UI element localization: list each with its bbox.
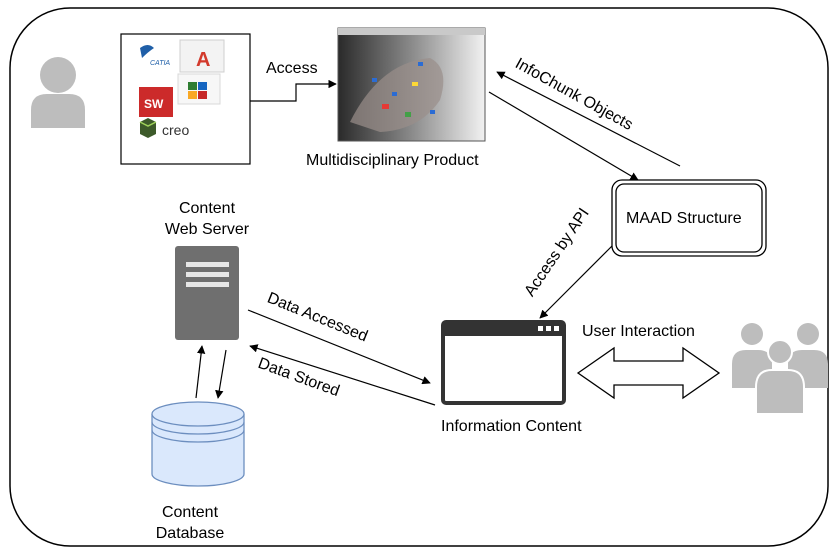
autocad-logo: A xyxy=(179,39,225,73)
windows-app-logo xyxy=(177,73,221,105)
access-connector xyxy=(250,79,337,102)
maad-structure-box xyxy=(611,179,767,257)
cad-screenshot-icon xyxy=(337,27,486,142)
users-group-icon xyxy=(732,323,828,415)
user-interaction-label: User Interaction xyxy=(582,323,695,340)
svg-text:SW: SW xyxy=(144,97,164,111)
svg-text:CATIA: CATIA xyxy=(150,60,170,67)
database-label-line2: Database xyxy=(155,525,225,542)
product-arrow-to-maad xyxy=(488,91,639,181)
multidisciplinary-product-label: Multidisciplinary Product xyxy=(306,152,479,169)
solidworks-logo: SW xyxy=(139,87,173,117)
api-access-arrow xyxy=(539,245,613,319)
data-accessed-arrow xyxy=(247,309,431,385)
access-label: Access xyxy=(266,60,318,77)
svg-text:creo: creo xyxy=(162,122,189,138)
catia-logo: CATIA xyxy=(140,45,170,67)
information-content-label: Information Content xyxy=(441,418,582,435)
database-label-line1: Content xyxy=(161,504,219,521)
server-to-db-arrow xyxy=(215,349,227,399)
web-server-label-line1: Content xyxy=(178,200,236,217)
web-server-label-line2: Web Server xyxy=(164,221,250,238)
server-icon xyxy=(175,246,239,340)
svg-text:A: A xyxy=(196,49,210,71)
browser-window-icon xyxy=(441,320,566,405)
database-icon xyxy=(151,401,245,487)
db-to-server-arrow xyxy=(195,345,206,399)
infochunk-arrow-to-product xyxy=(496,71,681,167)
maad-structure-label: MAAD Structure xyxy=(626,210,742,227)
user-interaction-arrow xyxy=(576,346,721,400)
creo-logo: creo xyxy=(139,118,189,138)
user-icon xyxy=(31,57,85,128)
data-stored-arrow xyxy=(249,344,436,406)
